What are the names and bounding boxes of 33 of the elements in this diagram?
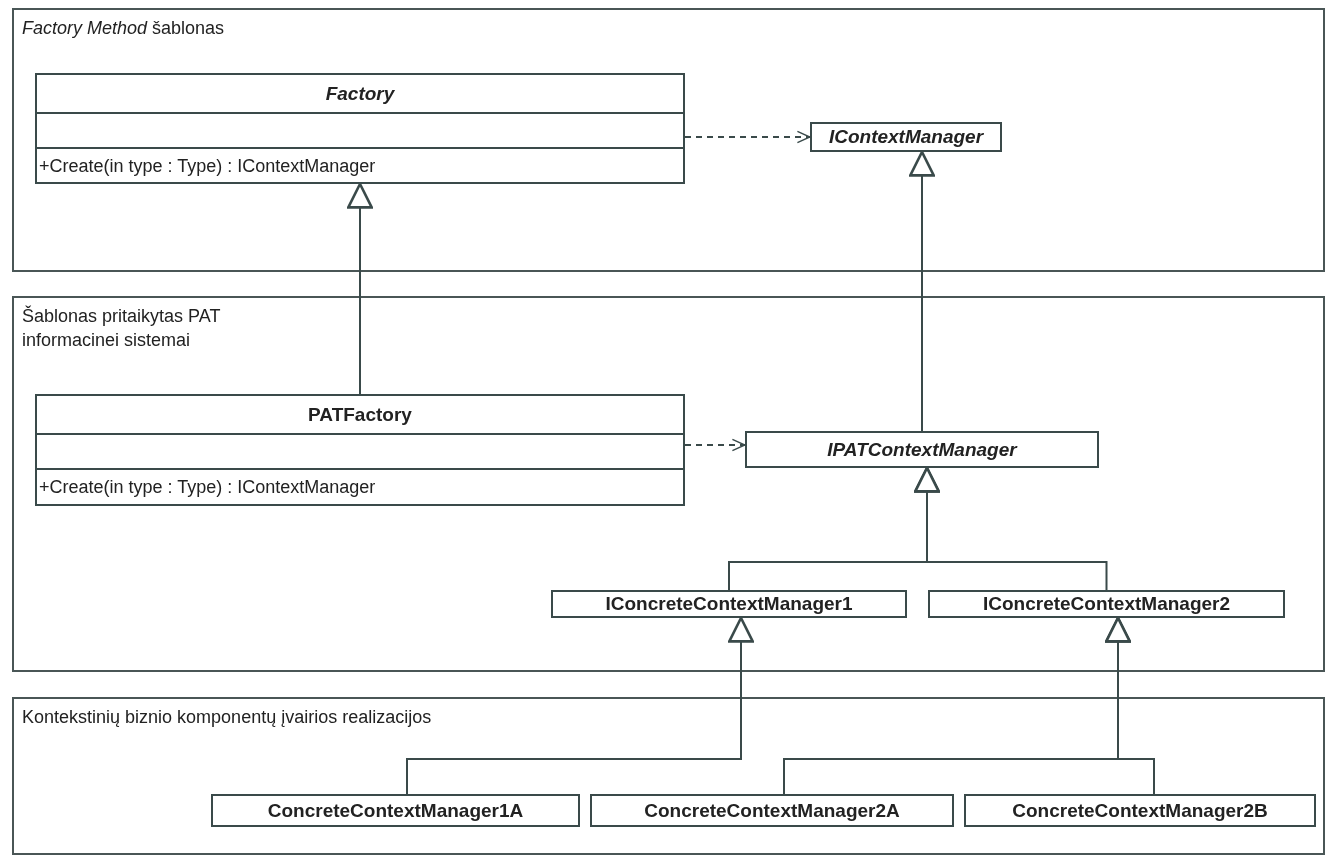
class-name: ConcreteContextManager2B (1012, 799, 1268, 822)
package-title: Factory Method šablonas (22, 17, 225, 40)
class-name: IContextManager (828, 126, 984, 148)
operation-text: +Create(in type : Type) : IContextManager (38, 155, 377, 178)
package-frame (12, 296, 1325, 672)
class-box (35, 73, 685, 184)
generalization-arrow (406, 616, 754, 795)
class-name: IConcreteContextManager1 (605, 593, 853, 615)
class-box (551, 590, 907, 618)
package-title: Šablonas pritaikytas PAT informacinei sistemai (22, 304, 222, 352)
class-box (964, 794, 1316, 827)
class-box (590, 794, 954, 827)
dependency-arrow (684, 130, 811, 144)
class-box (35, 394, 685, 506)
class-name: ConcreteContextManager1A (267, 799, 524, 822)
operation-text: +Create(in type : Type) : IContextManager (38, 476, 377, 499)
class-box (928, 590, 1285, 618)
class-name: ConcreteContextManager2A (644, 799, 900, 822)
class-name: IPATContextManager (827, 438, 1017, 461)
class-box (211, 794, 580, 827)
class-name: IConcreteContextManager2 (982, 593, 1231, 615)
package-frame (12, 8, 1325, 272)
class-name: PATFactory (308, 403, 412, 426)
class-name: Factory (325, 82, 395, 105)
generalization-arrow (347, 182, 373, 395)
package-frame (12, 697, 1325, 855)
package-title: Kontekstinių biznio komponentų įvairios realizacijos (22, 706, 432, 729)
generalization-arrow (914, 466, 1108, 591)
generalization-arrow (909, 150, 935, 432)
class-box (810, 122, 1002, 152)
generalization-arrow (1105, 616, 1155, 795)
class-box (745, 431, 1099, 468)
dependency-arrow (684, 438, 746, 452)
